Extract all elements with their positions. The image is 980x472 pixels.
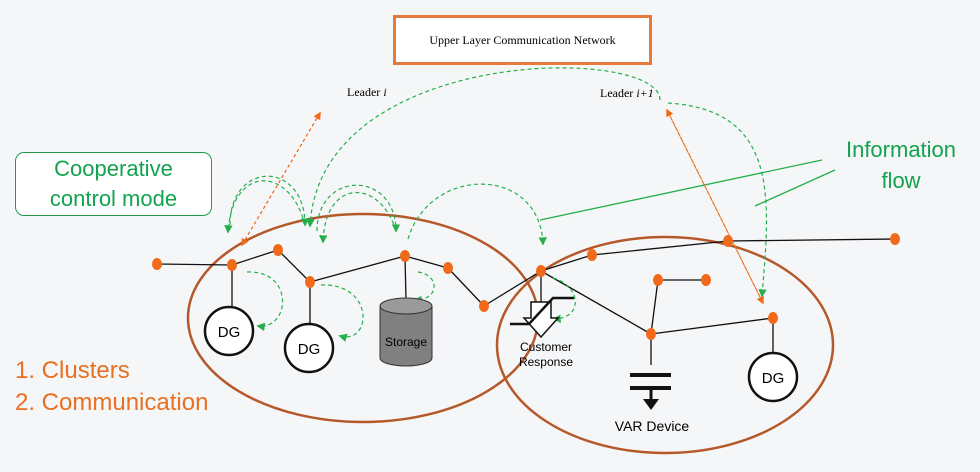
dg-1-label: DG [218,324,241,341]
node [152,258,162,270]
node [653,274,663,286]
node [723,235,733,247]
cooperative-line2: control mode [49,186,178,211]
customer-response-icon [510,296,574,339]
upper-layer-network-box: Upper Layer Communication Network [393,15,652,65]
var-device-label: VAR Device [615,418,690,434]
node [587,249,597,261]
dg-3-circle [747,351,799,403]
power-lines [156,238,896,365]
dg-2-circle [283,322,335,374]
node [227,259,237,271]
node [479,300,489,312]
node [646,328,656,340]
node [273,244,283,256]
dg-1-circle [203,305,255,357]
node [443,262,453,274]
dg-2-label: DG [298,341,321,358]
node [768,312,778,324]
note-communication: 2. Communication [15,389,209,416]
var-device-icon [630,373,671,410]
leader-i-label: Leader i [347,85,387,99]
node [701,274,711,286]
node [305,276,315,288]
information-flow-label: Information flow [826,134,976,196]
cluster-2-outline [495,235,835,455]
information-flow-line2: flow [881,168,921,193]
cooperative-line1: Cooperative [54,156,173,181]
leader-i-plus-1-label: Leader i+1 [600,86,654,100]
cooperative-control-mode-box: Cooperative control mode [15,152,212,216]
node [400,250,410,262]
nodes [152,233,900,340]
storage-label: Storage [385,335,427,349]
info-flow-line-2 [754,169,836,207]
info-flow-line-1 [539,159,823,221]
storage-cylinder [379,297,433,367]
customer-label-line2: Response [519,355,573,369]
node [890,233,900,245]
dg-3-label: DG [762,370,785,387]
notes-list: 1. Clusters 2. Communication [15,355,208,419]
customer-label-line1: Customer [520,340,572,354]
note-clusters: 1. Clusters [15,357,130,384]
leader-arrows [241,108,764,305]
node [536,265,546,277]
information-flow-line1: Information [845,137,957,162]
info-arrows [224,67,768,342]
upper-layer-network-label: Upper Layer Communication Network [429,32,616,47]
